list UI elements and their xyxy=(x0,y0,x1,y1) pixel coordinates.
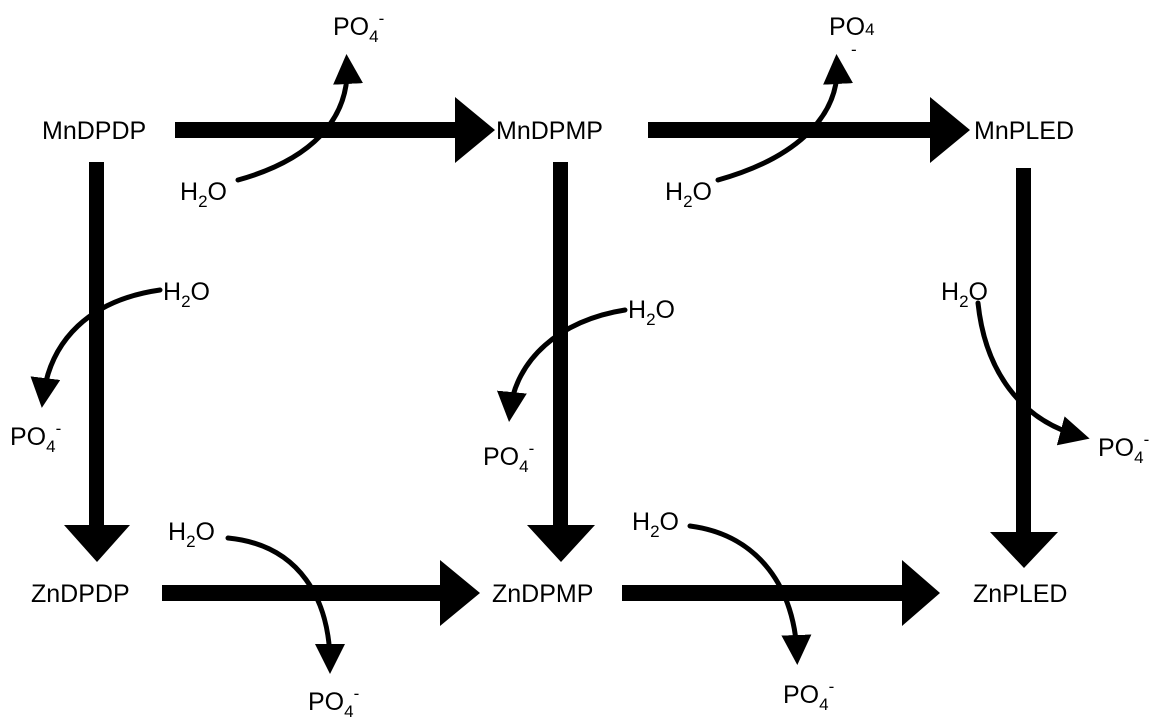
phosphate-label: PO4- xyxy=(483,439,534,476)
water-label: H2O xyxy=(632,508,679,541)
hydrolysis-arrows xyxy=(30,54,1090,674)
hydrolysis-arrow-5 xyxy=(975,300,1090,446)
main-arrows xyxy=(64,97,1058,626)
water-label: H2O xyxy=(168,518,215,551)
hydrolysis-arrow-2 xyxy=(715,54,854,183)
compound-labels: MnDPDP MnDPMP MnPLED ZnDPDP ZnDPMP ZnPLE… xyxy=(31,117,1074,608)
water-label: H2O xyxy=(163,278,210,311)
arrow-mndpdp-to-mndpmp xyxy=(175,97,495,163)
arrow-mndpdp-to-zndpdp xyxy=(64,162,130,562)
hydrolysis-arrow-7 xyxy=(687,523,812,665)
water-label: H2O xyxy=(628,296,675,329)
label-mndpdp: MnDPDP xyxy=(42,117,146,145)
label-zndpmp: ZnDPMP xyxy=(492,580,593,608)
water-label: H2O xyxy=(941,278,988,311)
water-label: H2O xyxy=(665,178,712,211)
phosphate-label: PO4- xyxy=(10,419,61,456)
phosphate-sign: - xyxy=(851,40,857,59)
hydrolysis-arrow-3 xyxy=(30,287,163,408)
phosphate-labels: PO4- PO4 - PO4- PO4- PO4- PO4- PO4- xyxy=(10,9,1149,721)
water-label: H2O xyxy=(180,178,227,211)
phosphate-label: PO4- xyxy=(783,677,834,714)
arrow-mnpled-to-znpled xyxy=(990,168,1058,568)
label-znpled: ZnPLED xyxy=(973,580,1067,608)
label-zndpdp: ZnDPDP xyxy=(31,580,130,608)
phosphate-label: PO4 xyxy=(829,13,875,41)
hydrolysis-arrow-6 xyxy=(225,535,345,674)
phosphate-label: PO4- xyxy=(1098,430,1149,467)
label-mnpled: MnPLED xyxy=(974,117,1074,145)
water-labels: H2O H2O H2O H2O H2O H2O H2O xyxy=(163,178,988,551)
arrow-zndpdp-to-zndpmp xyxy=(162,560,480,626)
label-mndpmp: MnDPMP xyxy=(496,117,603,145)
phosphate-label: PO4- xyxy=(308,684,359,721)
hydrolysis-arrow-1 xyxy=(235,54,364,183)
phosphate-label: PO4- xyxy=(333,9,384,46)
hydrolysis-arrow-4 xyxy=(496,307,628,422)
arrow-mndpmp-to-zndpmp xyxy=(527,162,595,562)
